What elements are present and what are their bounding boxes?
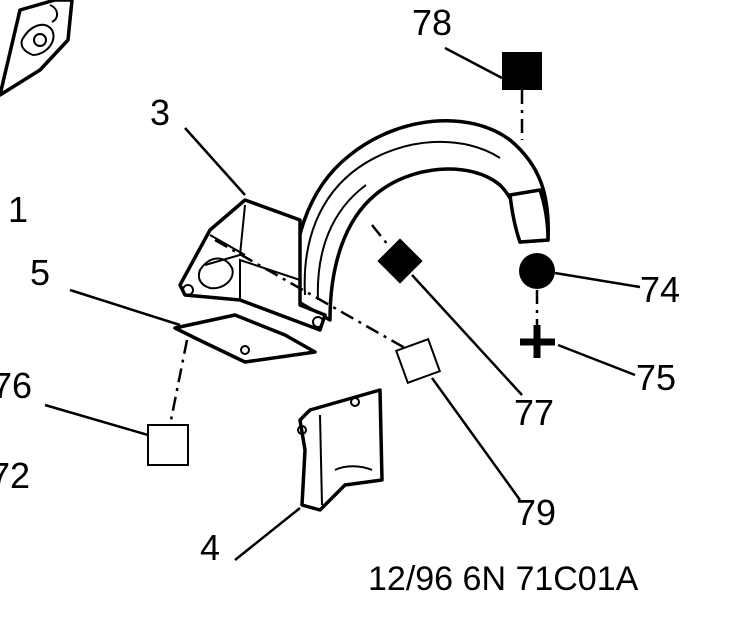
fastener-79-square (394, 337, 442, 385)
leader-75 (557, 343, 636, 377)
fastener-76-square (147, 424, 189, 466)
wheelhouse-liner (292, 118, 550, 322)
centerline-77 (371, 224, 389, 246)
leader-3 (184, 127, 246, 196)
part-top-left-fragment (0, 0, 74, 97)
centerline-76 (168, 339, 189, 426)
leader-76 (44, 403, 149, 437)
leader-4 (234, 507, 301, 561)
leader-79 (430, 377, 522, 501)
fastener-77-square (377, 238, 423, 284)
callout-77: 77 (514, 392, 554, 433)
callout-75: 75 (636, 357, 676, 398)
callout-1: 1 (8, 189, 28, 230)
callout-3: 3 (150, 92, 170, 133)
callout-72: 72 (0, 455, 30, 496)
leader-5 (69, 288, 181, 327)
callout-4: 4 (200, 527, 220, 568)
fastener-75-cross (520, 325, 555, 358)
callout-76: 76 (0, 365, 32, 406)
centerline-79 (214, 238, 406, 350)
fastener-78-square (502, 52, 542, 90)
leader-74 (554, 271, 641, 289)
leader-77 (411, 274, 523, 396)
callout-78: 78 (412, 2, 452, 43)
leader-78 (444, 46, 503, 80)
callout-74: 74 (640, 269, 680, 310)
callout-5: 5 (30, 252, 50, 293)
drawing-code: 12/96 6N 71C01A (368, 560, 639, 598)
part-5-plate (173, 313, 317, 364)
part-4-bracket (297, 388, 384, 512)
callout-79: 79 (516, 492, 556, 533)
fastener-74-round (519, 253, 555, 289)
